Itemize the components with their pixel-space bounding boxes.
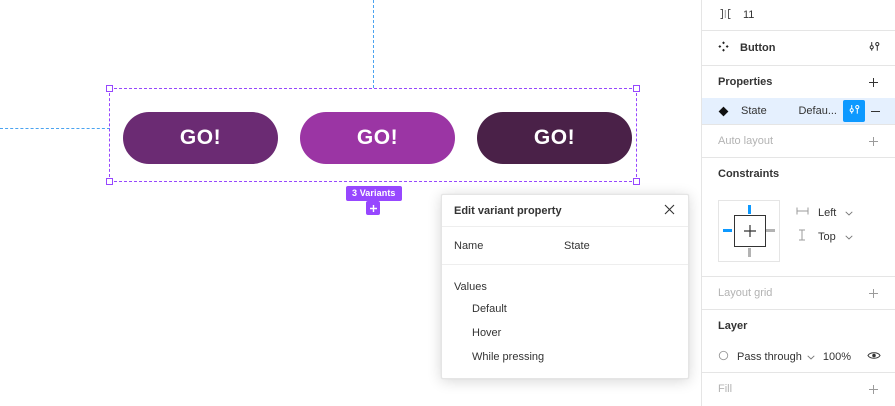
constraints-body: Left Top [702,190,895,276]
properties-title: Properties [718,76,773,88]
fill-section-header: Fill [702,373,895,405]
horizontal-measurement-guide [0,128,110,129]
horizontal-constraint-value: Left [818,206,837,219]
edit-variant-property-dialog[interactable]: Edit variant property Name State Values … [441,194,689,379]
property-name-label: Name [454,239,484,252]
constraints-center-icon [742,223,758,239]
panel-divider [702,157,895,158]
remove-property-button[interactable] [865,101,885,121]
vertical-measurement-guide [373,0,374,88]
dialog-title: Edit variant property [454,204,562,217]
property-name-value[interactable]: State [564,239,590,252]
add-fill-button[interactable] [863,379,883,399]
variants-icon [848,103,861,119]
panel-divider [702,276,895,277]
layer-controls-row: Pass through 100% [702,342,895,372]
vertical-constraint-icon [796,229,809,244]
component-icon [718,41,729,55]
component-name: Button [740,42,776,54]
close-icon [664,202,675,220]
property-value[interactable]: Defau... [798,105,837,117]
variant-button-hover[interactable]: GO! [300,112,455,164]
constraints-inner-box [734,215,766,247]
constraints-fields: Left Top [796,200,853,244]
properties-panel: 11 Button [701,0,895,406]
chevron-down-icon [845,207,853,219]
variant-button-label: GO! [356,126,399,149]
value-item-default[interactable]: Default [472,303,507,315]
property-row-state[interactable]: State Defau... [702,98,895,124]
variants-icon[interactable] [868,40,881,56]
item-spacing-field[interactable]: 11 [702,0,895,30]
blend-mode-dropdown[interactable]: Pass through [737,351,815,363]
resize-handle-bottom-right[interactable] [633,178,640,185]
horizontal-constraint-dropdown[interactable]: Left [796,206,853,219]
variant-button-label: GO! [533,126,576,149]
variant-button-default[interactable]: GO! [123,112,278,164]
blend-mode-icon [718,350,729,364]
auto-layout-title: Auto layout [718,135,774,147]
add-auto-layout-button[interactable] [863,131,883,151]
values-section-label: Values [454,281,487,293]
layout-grid-title: Layout grid [718,287,773,299]
fill-title: Fill [718,383,733,395]
panel-divider [702,309,895,310]
panel-divider [702,30,895,31]
item-spacing-value[interactable]: 11 [743,9,755,21]
constraint-marker-left[interactable] [723,229,732,232]
dialog-header: Edit variant property [442,195,688,227]
constraints-title: Constraints [718,168,780,180]
edit-variant-property-button[interactable] [843,100,865,122]
constraint-marker-right[interactable] [766,229,775,232]
vertical-constraint-value: Top [818,230,836,243]
resize-handle-top-right[interactable] [633,85,640,92]
constraints-section-header: Constraints [702,158,895,190]
panel-divider [702,65,895,66]
constraint-marker-bottom[interactable] [748,248,751,257]
eye-icon[interactable] [867,350,881,364]
resize-handle-top-left[interactable] [106,85,113,92]
value-item-hover[interactable]: Hover [472,327,502,339]
value-item-while-pressing[interactable]: While pressing [472,351,545,363]
chevron-down-icon [845,231,853,243]
variant-property-icon [718,106,732,117]
add-layout-grid-button[interactable] [863,283,883,303]
horizontal-gap-icon [718,8,733,23]
close-button[interactable] [662,204,676,218]
plus-icon [369,204,378,213]
blend-mode-value: Pass through [737,351,802,363]
variant-buttons-row: GO! GO! GO! [123,112,632,164]
property-name-row[interactable]: Name State [442,227,688,265]
constraint-marker-top[interactable] [748,205,751,214]
add-property-button[interactable] [863,72,883,92]
panel-divider [702,124,895,125]
variants-count-badge[interactable]: 3 Variants [346,186,402,201]
component-row[interactable]: Button [702,31,895,65]
properties-section-header: Properties [702,66,895,98]
auto-layout-section-header: Auto layout [702,125,895,157]
add-variant-button[interactable] [366,201,380,215]
layer-title: Layer [718,320,748,332]
variant-button-while-pressing[interactable]: GO! [477,112,632,164]
variant-button-label: GO! [179,126,222,149]
horizontal-constraint-icon [796,206,809,219]
variant-set-selection-frame[interactable] [106,85,640,185]
chevron-down-icon [807,351,815,363]
layer-opacity-value[interactable]: 100% [822,351,851,363]
constraints-widget[interactable] [718,200,780,262]
layer-section-header: Layer [702,310,895,342]
panel-divider [702,372,895,373]
layout-grid-section-header: Layout grid [702,277,895,309]
resize-handle-bottom-left[interactable] [106,178,113,185]
vertical-constraint-dropdown[interactable]: Top [796,229,853,244]
property-name: State [741,105,767,117]
